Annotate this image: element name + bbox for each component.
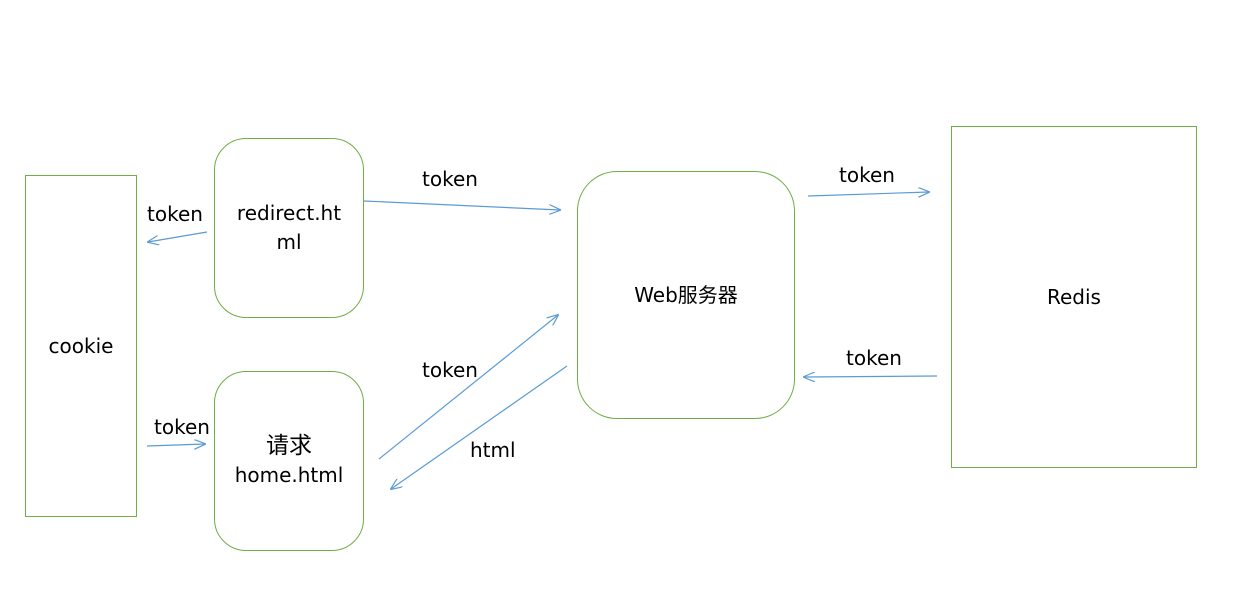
arrow-request-to-web bbox=[378, 315, 558, 460]
arrow-web-to-request bbox=[391, 365, 568, 489]
redis-node: Redis bbox=[951, 126, 1197, 468]
request-node-label-line-1: 请求 bbox=[266, 433, 312, 459]
cookie-node: cookie bbox=[25, 175, 137, 517]
edge-label-redirect-to-web: token bbox=[422, 167, 478, 191]
redirect-node-label-line-1: redirect.ht bbox=[236, 201, 342, 225]
redirect-node-label-line-2: ml bbox=[276, 230, 302, 254]
edge-label-web-to-redis: token bbox=[839, 163, 895, 187]
request-node: 请求 home.html bbox=[214, 371, 364, 551]
web-server-node: Web服务器 bbox=[577, 171, 795, 419]
arrow-cookie-to-request bbox=[146, 444, 205, 446]
arrow-redis-to-web bbox=[804, 376, 938, 377]
edge-label-web-to-request: html bbox=[470, 438, 516, 462]
redirect-node: redirect.ht ml bbox=[214, 138, 364, 318]
redis-node-label: Redis bbox=[1047, 284, 1101, 309]
edge-label-cookie-to-request: token bbox=[154, 415, 210, 439]
request-node-label-line-2: home.html bbox=[234, 463, 344, 487]
edge-label-redis-to-web: token bbox=[846, 346, 902, 370]
edge-label-request-to-web: token bbox=[422, 358, 478, 382]
arrow-redirect-to-cookie bbox=[148, 231, 208, 242]
web-server-node-label: Web服务器 bbox=[634, 282, 738, 307]
arrow-web-to-redis bbox=[807, 192, 929, 196]
cookie-node-label: cookie bbox=[48, 333, 114, 358]
arrow-redirect-to-web bbox=[363, 200, 560, 210]
edge-label-redirect-to-cookie: token bbox=[147, 202, 203, 226]
